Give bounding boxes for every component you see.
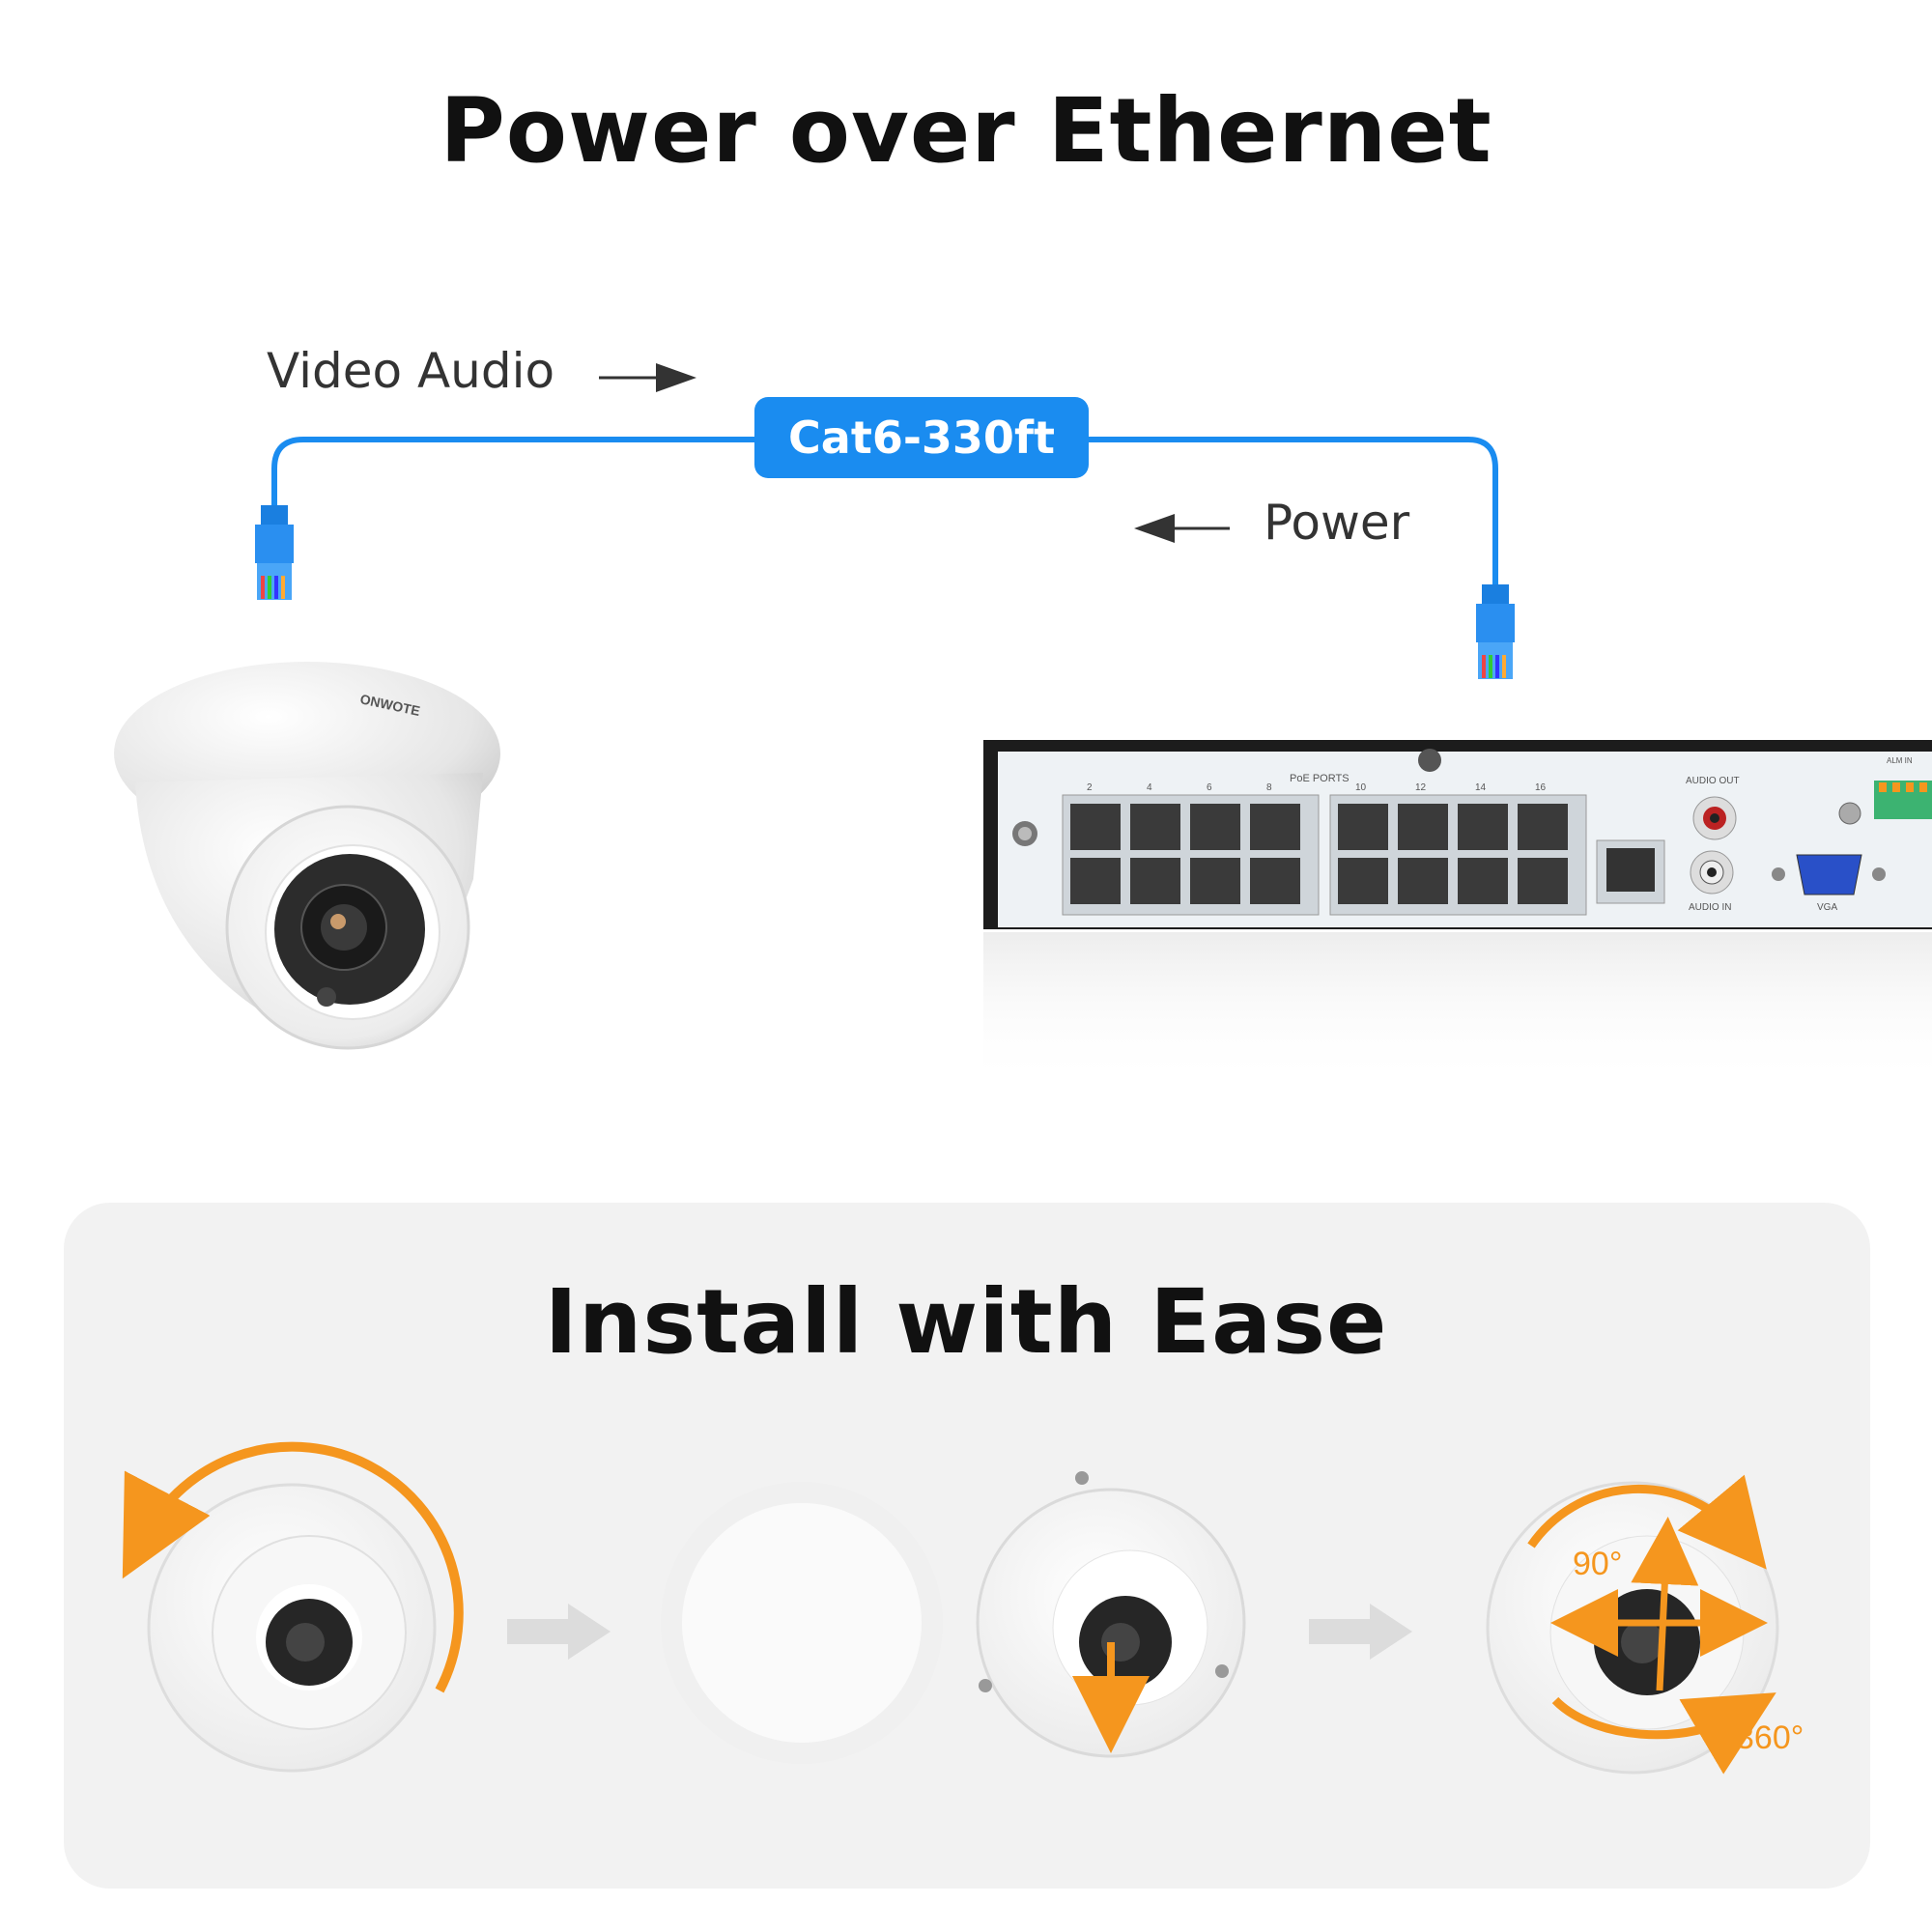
port-number-label: 6 <box>1207 782 1212 793</box>
cable-badge: Cat6-330ft <box>754 397 1089 478</box>
poe-title: Power over Ethernet <box>440 79 1492 183</box>
poe-ports-label: PoE PORTS <box>1290 773 1350 784</box>
power-label: Power <box>1264 495 1410 551</box>
rotate-360-arrow-icon <box>1551 1692 1776 1775</box>
vga-label: VGA <box>1817 902 1837 913</box>
install-title: Install with Ease <box>544 1270 1388 1374</box>
poe-ports-group-1 <box>1062 794 1320 916</box>
rotate-angle-label: 360° <box>1736 1719 1804 1756</box>
audio-out-jack <box>1692 796 1737 840</box>
audio-in-jack <box>1690 850 1734 895</box>
port-number-label: 8 <box>1266 782 1272 793</box>
step-arrow-2 <box>1309 1604 1412 1660</box>
nvr-image: PoE PORTS 2 4 6 8 10 12 14 16 AUDIO OUT AUDIO I… <box>983 740 1932 1087</box>
step-1-twist-camera <box>122 1441 464 1773</box>
step-2-ring-and-base <box>661 1471 1246 1764</box>
audio-out-label: AUDIO OUT <box>1686 776 1740 786</box>
vga-port <box>1772 854 1886 895</box>
alarm-terminal <box>1874 781 1932 819</box>
port-number-labels: 2 4 6 8 10 12 14 16 <box>1087 782 1547 793</box>
port-number-label: 16 <box>1535 782 1547 793</box>
video-audio-label: Video Audio <box>267 343 555 399</box>
lan-port <box>1596 839 1665 904</box>
tilt-angle-label: 90° <box>1573 1546 1622 1582</box>
audio-in-label: AUDIO IN <box>1689 902 1731 913</box>
step-arrow-1 <box>507 1604 611 1660</box>
rotate-arrow-icon <box>122 1441 464 1693</box>
poe-ports-group-2 <box>1329 794 1587 916</box>
rj45-connector-left <box>255 505 294 600</box>
rj45-connector-right <box>1476 584 1515 679</box>
step-3-adjust-angle: 90° 360° <box>1486 1474 1804 1775</box>
port-number-label: 4 <box>1147 782 1152 793</box>
alarm-in-label: ALM IN <box>1887 756 1913 765</box>
port-number-label: 14 <box>1475 782 1487 793</box>
port-number-label: 2 <box>1087 782 1093 793</box>
port-number-label: 12 <box>1415 782 1427 793</box>
port-number-label: 10 <box>1355 782 1367 793</box>
dome-camera-image: ONWOTE <box>114 662 500 1050</box>
